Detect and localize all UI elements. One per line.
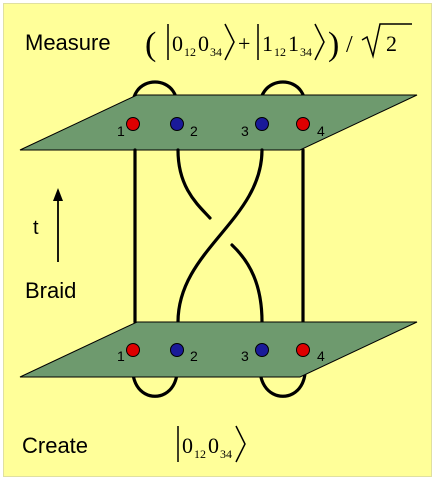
top-plane [19,94,418,151]
create-label: Create [22,433,88,458]
sqrt-radicand: 2 [386,31,397,56]
sqrt-sign [361,23,412,59]
bottom-puncture-1-label: 1 [117,348,125,364]
bottom-ket-second: 0 [208,433,219,458]
top-puncture-4-label: 4 [317,123,325,139]
ket1-first-sub: 12 [184,45,196,59]
ket2-first-sub: 12 [274,45,286,59]
bottom-ket-first-sub: 12 [194,447,206,461]
ket2-second: 1 [288,31,299,56]
bottom-puncture-4-label: 4 [317,348,325,364]
braid-under-strand-lower [230,243,264,324]
time-label: t [33,217,39,239]
bottom-puncture-1 [126,343,140,357]
bottom-state-expression: 0 12 0 34 [177,425,246,463]
braid-label: Braid [25,278,76,303]
top-puncture-2 [170,117,184,131]
top-puncture-1 [126,117,140,131]
svg-text:): ) [328,26,339,63]
bottom-puncture-2 [170,343,184,357]
bottom-puncture-3-label: 3 [241,348,249,364]
top-puncture-3-label: 3 [241,123,249,139]
ket1-second: 0 [198,31,209,56]
measure-label: Measure [25,30,111,55]
bottom-ket-second-sub: 34 [220,447,232,461]
braid-under-strand-upper [176,148,212,220]
plus-sign: + [238,31,250,56]
braid-over-strand [176,148,264,324]
bottom-plane [19,321,418,378]
time-arrow-head [53,188,63,201]
svg-text:(: ( [145,26,156,63]
top-puncture-3 [255,117,269,131]
bottom-puncture-4 [296,343,310,357]
bottom-ket-first: 0 [182,433,193,458]
bottom-punctures: 1 2 3 4 [117,343,325,364]
top-puncture-1-label: 1 [117,123,125,139]
slash: / [346,32,353,58]
top-puncture-4 [296,117,310,131]
top-punctures: 1 2 3 4 [117,117,325,139]
ket1-second-sub: 34 [210,45,222,59]
top-state-expression: ( 0 12 0 34 + 1 12 1 34 ) / 2 [145,23,412,63]
bottom-puncture-2-label: 2 [190,348,198,364]
top-puncture-2-label: 2 [190,123,198,139]
ket2-second-sub: 34 [300,45,312,59]
bottom-puncture-3 [255,343,269,357]
ket1-first: 0 [172,31,183,56]
ket2-first: 1 [262,31,273,56]
